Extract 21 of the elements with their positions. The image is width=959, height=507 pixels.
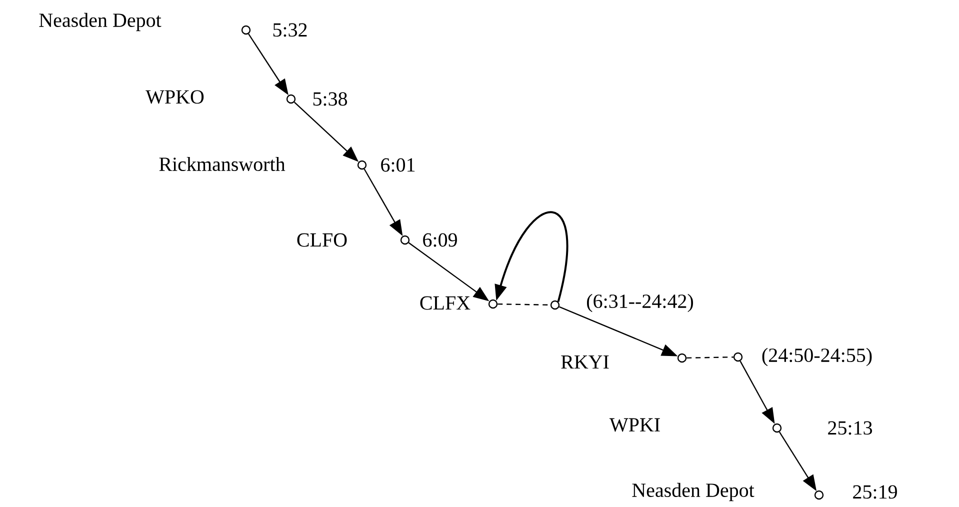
station-label: WPKO [146, 90, 204, 104]
time-label: 25:13 [828, 421, 872, 435]
loop-arrow [494, 211, 568, 302]
time-label: (24:50-24:55) [762, 348, 872, 366]
station-label: CLFO [297, 233, 347, 247]
time-label: 25:19 [853, 485, 897, 499]
dashed-line [498, 303, 550, 306]
time-label: 6:01 [381, 158, 415, 172]
stop-circle [677, 353, 687, 363]
station-label: RKYI [561, 355, 609, 369]
station-label: Neasden Depot [632, 482, 754, 502]
time-label: 5:32 [273, 23, 307, 37]
station-label: CLFX [420, 296, 470, 310]
station-label: Rickmansworth [159, 156, 286, 172]
time-label: (6:31--24:42) [587, 294, 694, 312]
time-label: 6:09 [423, 233, 457, 247]
time-label: 5:38 [313, 92, 348, 106]
station-label: WPKI [609, 418, 660, 432]
dashed-line [686, 356, 734, 359]
stop-circle [488, 299, 498, 309]
station-label: Neasden Depot [39, 12, 162, 32]
